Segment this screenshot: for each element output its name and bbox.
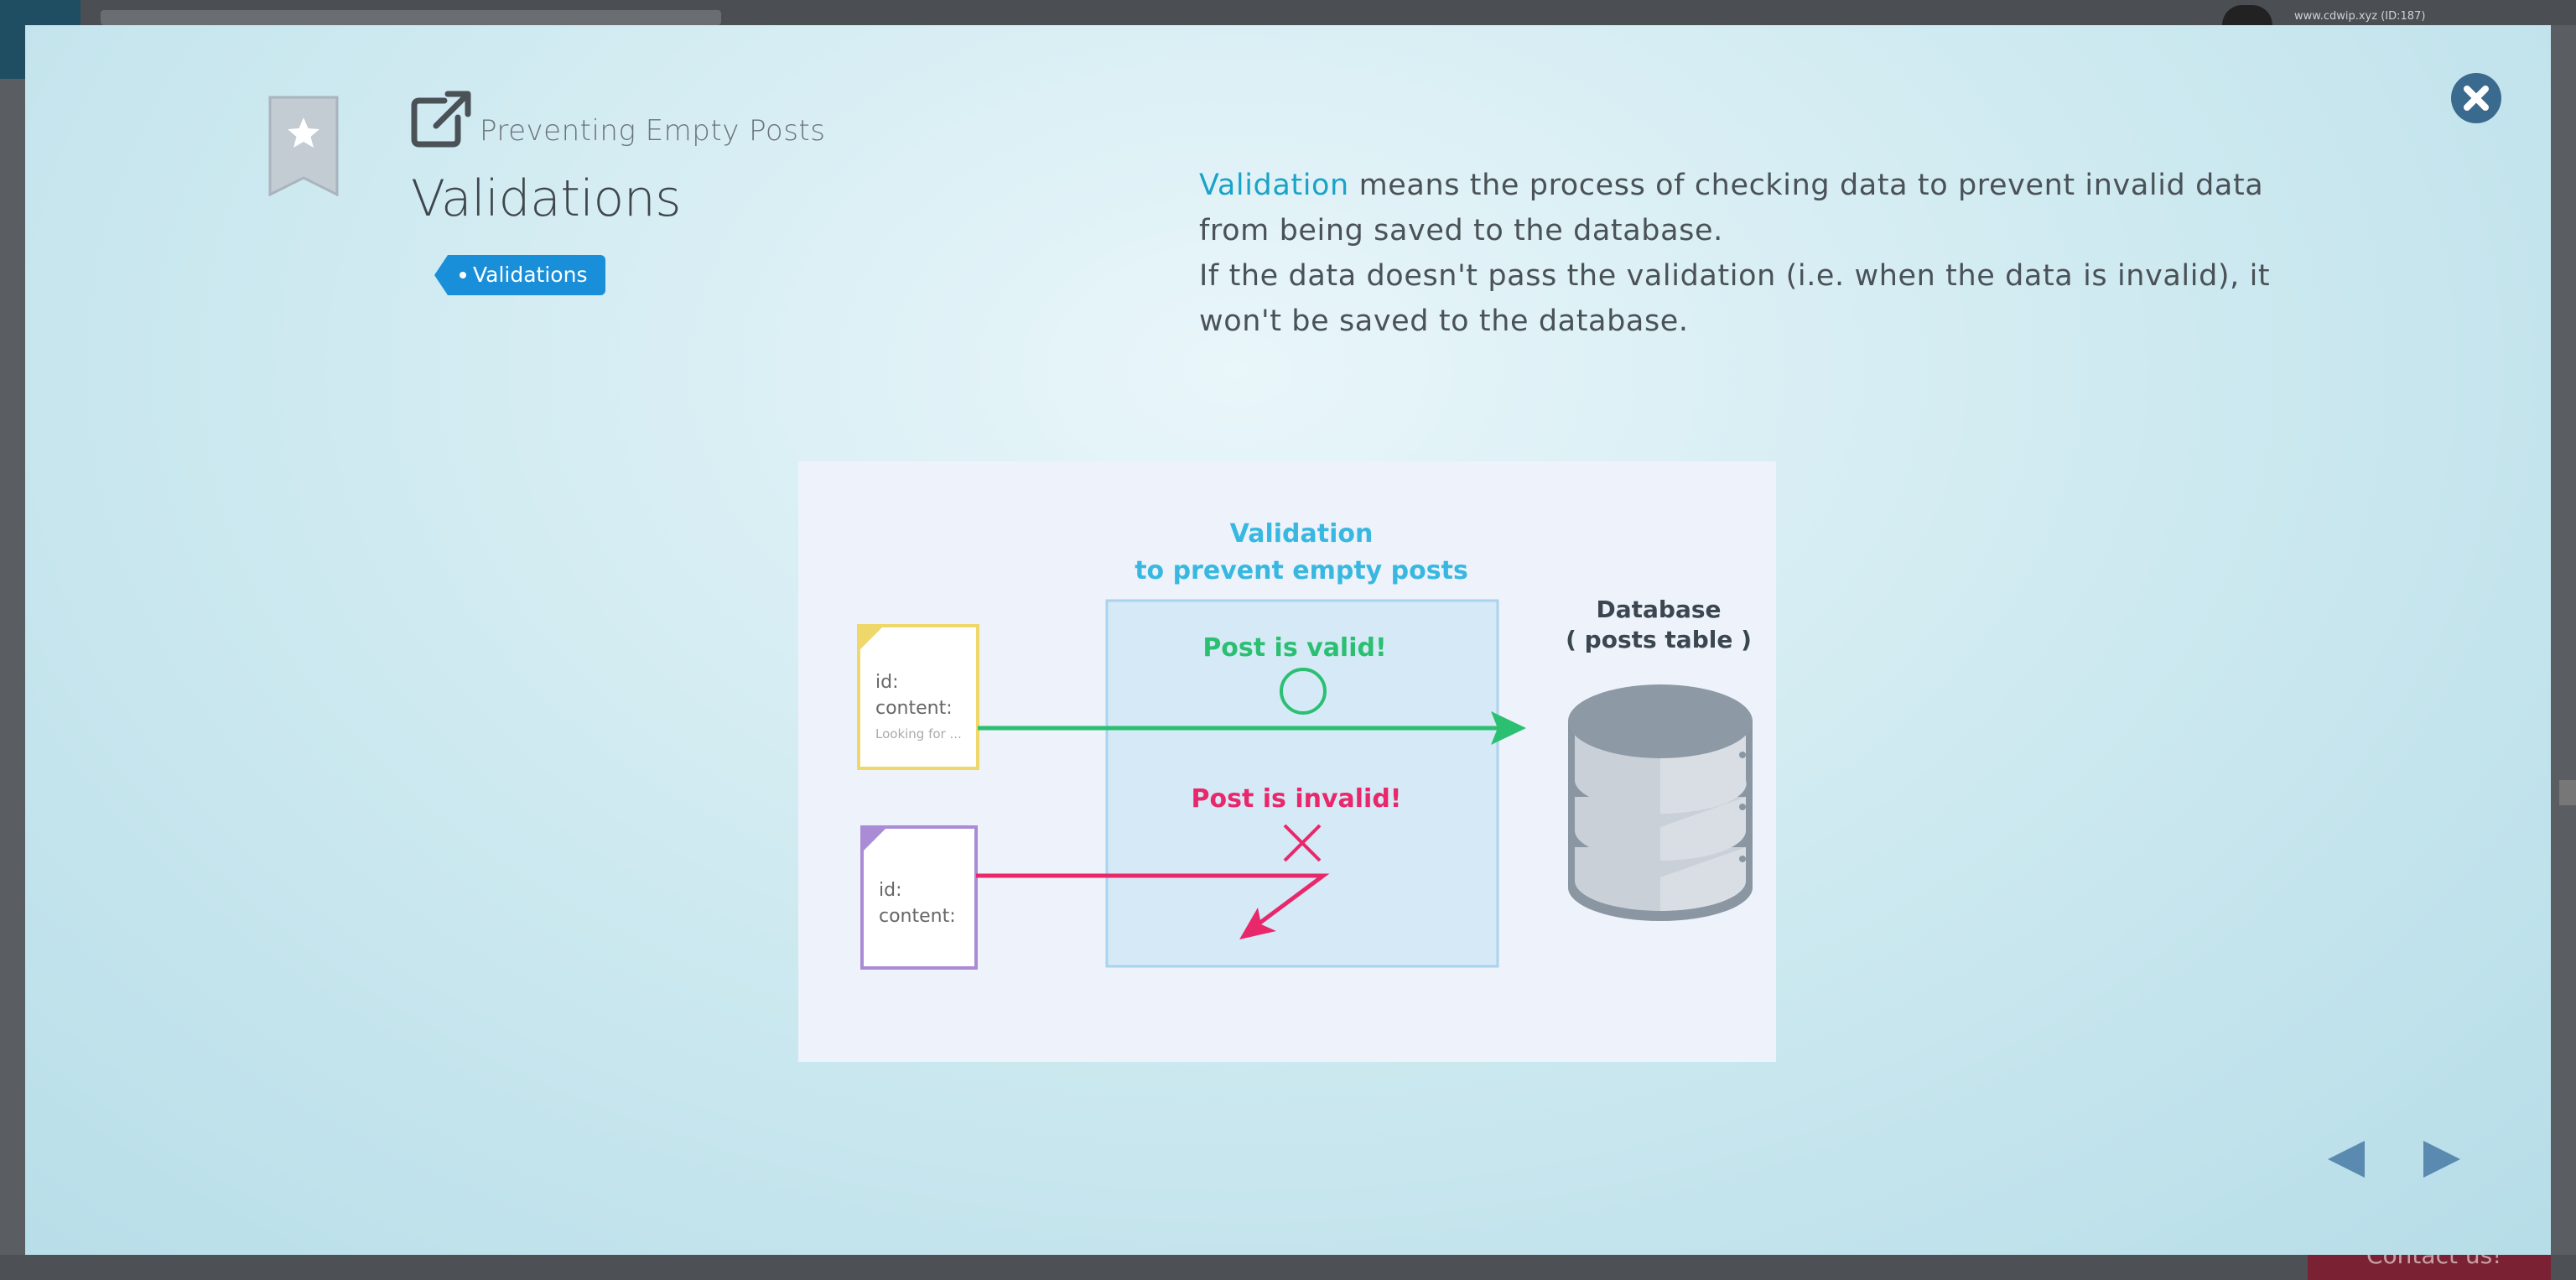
database-label-line1: Database [1596,596,1721,623]
figure-heading-line1: Validation [1230,519,1374,549]
valid-circle-icon [1280,668,1327,715]
external-link-icon[interactable] [411,89,473,148]
description-line2: If the data doesn't pass the validation … [1199,259,2271,338]
close-icon [2451,73,2501,123]
validation-box [1105,599,1499,968]
database-label-line2: ( posts table ) [1566,626,1752,653]
next-slide-button[interactable] [2422,1139,2462,1183]
invalid-arrow-icon [1239,908,1276,939]
description-line1: means the process of checking data to pr… [1199,169,2264,247]
valid-doc-content-value: Looking for ... [875,726,962,741]
close-button[interactable] [2450,72,2502,124]
background-user-text: www.cdwip.xyz (ID:187) [2294,10,2426,23]
description-keyword: Validation [1199,169,1349,202]
valid-doc-id: id: [875,672,899,693]
valid-post-document: id: content: Looking for ... [857,624,979,770]
topic-tag[interactable]: Validations [434,255,606,295]
lesson-subtitle: Preventing Empty Posts [480,114,826,148]
slide-modal: Preventing Empty Posts Validations Valid… [25,25,2551,1255]
invalid-label: Post is invalid! [1192,784,1402,814]
valid-label: Post is valid! [1202,633,1386,663]
previous-slide-button[interactable] [2326,1139,2366,1183]
invalid-doc-id: id: [879,880,902,901]
validation-diagram: Validation to prevent empty posts id: co… [798,461,1776,1062]
background-avatar [2222,5,2272,25]
bookmark-star-icon[interactable] [268,96,339,197]
database-icon [1568,684,1753,921]
tag-dot-icon [460,272,466,278]
valid-arrow-icon [1491,711,1526,745]
figure-heading-line2: to prevent empty posts [1135,556,1468,585]
topic-tag-label: Validations [473,263,588,287]
invalid-post-document: id: content: [860,825,978,970]
background-search-bar [101,10,721,25]
background-bottom-bar [0,1255,2576,1280]
invalid-doc-content: content: [879,906,956,927]
next-arrow-icon [2423,1141,2460,1178]
prev-arrow-icon [2328,1141,2365,1178]
invalid-cross-icon [1283,824,1322,862]
valid-doc-content: content: [875,698,953,719]
slide-title: Validations [411,169,682,228]
background-scrollbar[interactable] [2559,780,2576,805]
slide-description: Validation means the process of checking… [1199,163,2272,344]
